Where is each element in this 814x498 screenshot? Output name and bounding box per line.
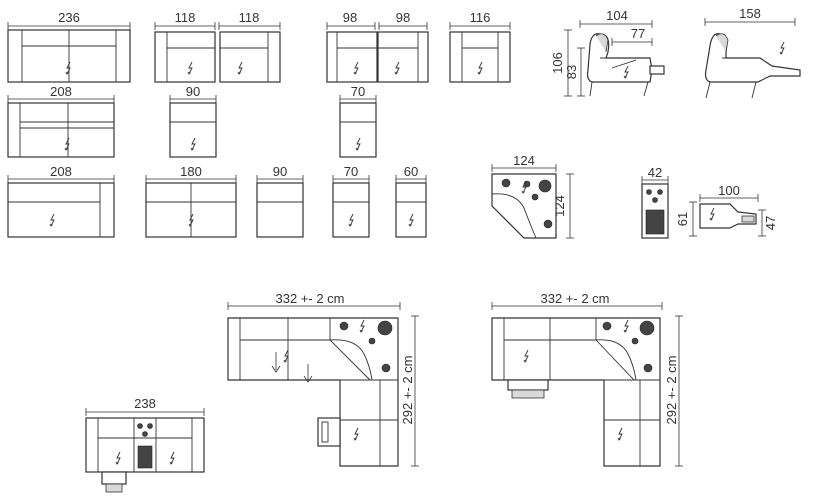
module-90-row3: 90 [256,164,304,238]
module-60-row3: 60 [395,164,427,238]
dim-section-b: 118 [239,10,260,25]
module-70-row3: 70 [332,164,370,238]
side-view-158: 158 [704,6,801,99]
dim-armchair: 116 [470,10,491,25]
dim-section-d: 98 [396,10,410,25]
console-42: 42 [641,165,669,239]
dim-corner-2-width: 332 +- 2 cm [540,291,609,306]
dim-side-height: 106 [550,52,565,74]
armchair-116: 116 [449,10,511,83]
dim-module-60-row3: 60 [404,164,418,179]
dim-sofa-180: 180 [180,164,202,179]
dim-console-width: 42 [648,165,662,180]
dim-side-depth: 104 [606,8,628,23]
sofa-98-98: 98 98 [326,10,429,83]
corner-layout-1: 332 +- 2 cm 292 +- 2 cm [227,291,419,467]
sofa-118-118: 118 118 [154,10,281,83]
dim-sofa-236: 236 [58,10,80,25]
footrest-100: 100 61 47 [675,183,778,237]
module-70-row2: 70 [339,84,377,158]
dim-corner-width: 124 [513,153,535,168]
chaise-208: 208 [7,84,115,158]
dim-section-c: 98 [343,10,357,25]
dim-footrest-width: 100 [718,183,740,198]
dim-module-90-row3: 90 [273,164,287,179]
dim-sofa-208: 208 [50,164,72,179]
module-90-row2: 90 [169,84,217,158]
dim-console-sofa-width: 238 [134,396,156,411]
dim-chaise: 208 [50,84,72,99]
corner-module-124: 124 124 [491,153,574,239]
dim-module-70-row3: 70 [344,164,358,179]
dim-module-70-row2: 70 [351,84,365,99]
corner-layout-2: 332 +- 2 cm 292 +- 2 cm [491,291,683,467]
dim-footrest-height: 61 [675,212,690,226]
console-sofa-238: 238 [85,396,205,493]
dim-corner-1-width: 332 +- 2 cm [275,291,344,306]
dim-footrest-leg: 47 [763,216,778,230]
dim-corner-1-depth: 292 +- 2 cm [400,355,415,424]
sofa-236: 236 [7,10,131,83]
sofa-208: 208 [7,164,115,238]
sofa-180: 180 [145,164,237,238]
dim-section-a: 118 [175,10,196,25]
dim-side-extended: 158 [739,6,761,21]
dim-side-recline: 77 [631,26,645,41]
dim-module-90-row2: 90 [186,84,200,99]
dim-side-seat: 83 [564,65,579,79]
dim-corner-2-depth: 292 +- 2 cm [664,355,679,424]
side-view-104: 104 77 106 83 [550,8,665,97]
